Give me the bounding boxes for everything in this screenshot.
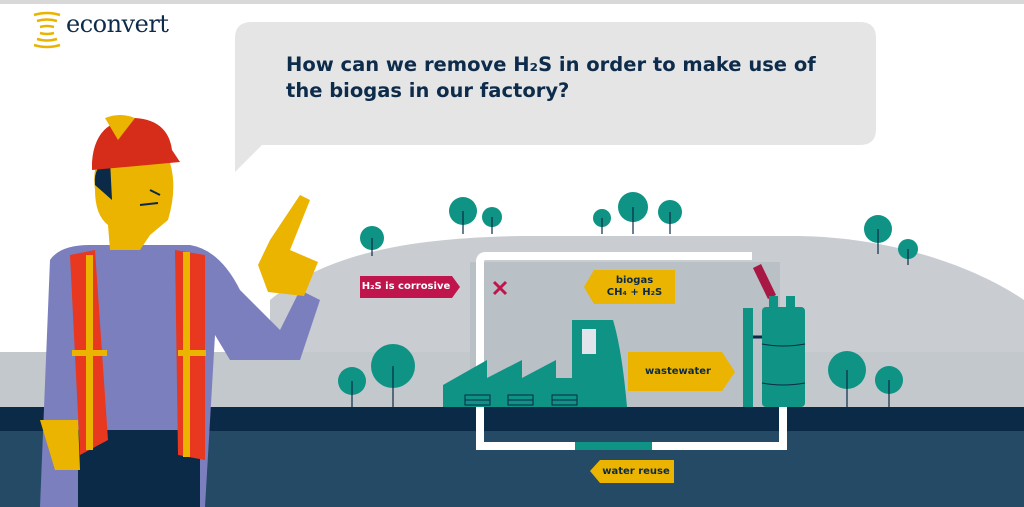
biogas-tag	[584, 270, 675, 304]
speech-bubble-question: How can we remove H₂S in order to make u…	[286, 53, 816, 102]
water-reuse-pipe	[575, 442, 652, 450]
corrosive-label: H₂S is corrosive	[361, 281, 451, 292]
biogas-label: biogas CH₄ + H₂S	[594, 271, 675, 303]
wastewater-tag	[628, 352, 735, 391]
worker-character	[40, 115, 320, 507]
factory	[443, 320, 627, 407]
process-loop	[476, 252, 752, 410]
reactor-lines	[753, 335, 806, 386]
biogas-reactor	[743, 296, 805, 407]
factory-windows	[464, 394, 578, 406]
speech-bubble	[235, 22, 876, 172]
econvert-logo-icon	[33, 11, 61, 49]
face	[94, 145, 174, 250]
wastewater-label: wastewater	[645, 365, 711, 377]
biogas-label-line2: CH₄ + H₂S	[606, 287, 663, 298]
top-edge	[0, 0, 1024, 4]
biogas-label-line1: biogas	[615, 275, 654, 286]
cross-icon	[492, 280, 508, 296]
pointing-hand	[258, 195, 318, 296]
water-reuse-tag	[590, 460, 674, 483]
corrosive-tag	[360, 276, 460, 298]
trees	[338, 192, 918, 407]
hard-hat	[92, 118, 180, 170]
water-reuse-label: water reuse	[602, 465, 670, 477]
biogas-pipe	[752, 264, 777, 299]
brand-name: econvert	[66, 10, 169, 38]
